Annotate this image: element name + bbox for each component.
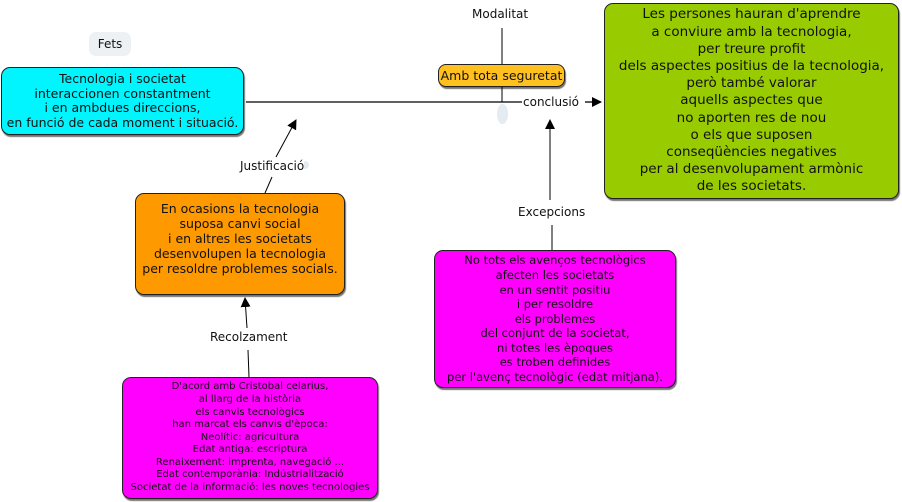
fets-tag: Fets bbox=[89, 32, 131, 56]
modality-node[interactable]: Amb tota seguretat bbox=[438, 64, 565, 87]
conclusion-node[interactable]: Les persones hauran d'aprendre a conviur… bbox=[604, 3, 899, 199]
decorative-blob bbox=[302, 161, 309, 169]
line-support-to-label bbox=[247, 349, 250, 378]
link-label-recolzament: Recolzament bbox=[210, 330, 288, 344]
conclusion-text: Les persones hauran d'aprendre a conviur… bbox=[618, 6, 885, 195]
arrow-justificacio bbox=[275, 119, 297, 158]
exceptions-text: No tots els avenços tecnològics afecten … bbox=[447, 253, 663, 385]
central-concept-node[interactable]: Tecnologia i societat interaccionen cons… bbox=[1, 67, 244, 135]
modality-text: Amb tota seguretat bbox=[440, 68, 563, 83]
support-node[interactable]: D'acord amb Cristobal celarius, al llarg… bbox=[122, 377, 378, 499]
justification-text: En ocasions la tecnologia suposa canvi s… bbox=[142, 201, 338, 276]
support-text: D'acord amb Cristobal celarius, al llarg… bbox=[130, 381, 370, 494]
link-label-justificacio: Justificació bbox=[240, 159, 305, 173]
exceptions-node[interactable]: No tots els avenços tecnològics afecten … bbox=[434, 250, 676, 388]
central-concept-text: Tecnologia i societat interaccionen cons… bbox=[6, 71, 239, 130]
link-label-conclusio: conclusió bbox=[523, 95, 580, 109]
line-justification-to-label bbox=[264, 176, 273, 194]
link-label-modalitat: Modalitat bbox=[472, 7, 529, 21]
arrow-recolzament bbox=[240, 297, 251, 329]
decorative-blob bbox=[497, 104, 508, 124]
justification-node[interactable]: En ocasions la tecnologia suposa canvi s… bbox=[135, 193, 345, 295]
link-label-excepcions: Excepcions bbox=[518, 205, 586, 219]
